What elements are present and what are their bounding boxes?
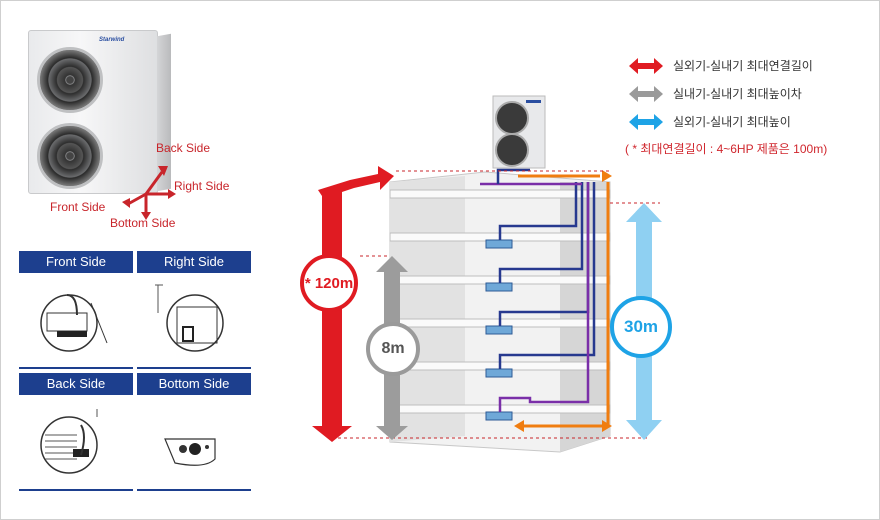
panel-title-front: Front Side xyxy=(19,251,133,273)
max-length-arrow xyxy=(312,166,394,442)
max-length-value: * 120m xyxy=(304,274,354,292)
building-diagram xyxy=(312,95,662,453)
back-side-sketch xyxy=(40,409,98,474)
height-diff-badge: 8m xyxy=(366,322,420,376)
max-length-note: ( * 최대연결길이 : 4~6HP 제품은 100m) xyxy=(625,142,828,156)
legend-item-max-length: 실외기-실내기 최대연결길이 xyxy=(629,57,813,74)
legend-label: 실외기-실내기 최대연결길이 xyxy=(673,59,813,73)
double-arrow-gray-icon xyxy=(629,85,663,102)
fan-icon xyxy=(37,47,103,113)
fan-icon xyxy=(37,123,103,189)
panel-right xyxy=(137,273,251,369)
outdoor-unit: Starwind xyxy=(28,30,171,194)
panel-front xyxy=(19,273,133,369)
legend-label: 실내기-실내기 최대높이차 xyxy=(673,87,802,101)
panel-back xyxy=(19,395,133,491)
max-height-badge: 30m xyxy=(610,296,672,358)
panel-title-back: Back Side xyxy=(19,373,133,395)
rooftop-outdoor-unit xyxy=(492,95,546,169)
back-side-label: Back Side xyxy=(156,141,211,155)
legend-item-max-height: 실외기-실내기 최대높이 xyxy=(629,113,791,130)
max-length-badge: * 120m xyxy=(300,254,358,312)
panel-title-right: Right Side xyxy=(137,251,251,273)
legend-item-height-diff: 실내기-실내기 최대높이차 xyxy=(629,85,802,102)
max-height-value: 30m xyxy=(623,317,659,336)
double-arrow-red-icon xyxy=(629,57,663,74)
panel-bottom xyxy=(137,395,251,491)
front-side-sketch xyxy=(40,294,108,352)
double-arrow-blue-icon xyxy=(629,113,663,130)
legend-label: 실외기-실내기 최대높이 xyxy=(673,115,791,129)
brand-logo: Starwind xyxy=(99,37,125,43)
right-side-sketch xyxy=(155,284,224,352)
right-side-label: Right Side xyxy=(174,179,230,193)
bottom-side-sketch xyxy=(164,438,216,466)
direction-arrows xyxy=(122,166,176,220)
front-side-label: Front Side xyxy=(50,200,106,214)
height-diff-value: 8m xyxy=(381,340,405,357)
bottom-side-label: Bottom Side xyxy=(110,216,176,230)
panel-title-bottom: Bottom Side xyxy=(137,373,251,395)
